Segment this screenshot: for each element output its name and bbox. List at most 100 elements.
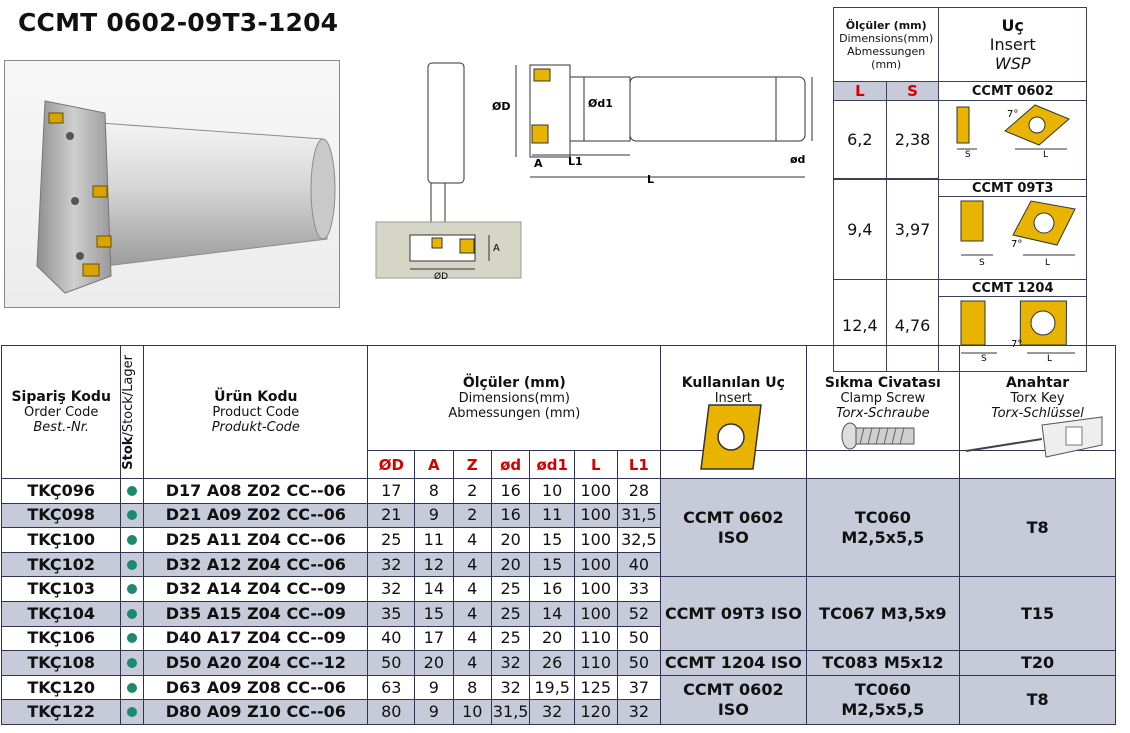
order-code-cell: TKÇ096 [0,478,122,504]
product-table: Sipariş Kodu Order Code Best.-Nr. Stok/S… [0,345,1116,725]
insert-name: CCMT 1204 ISO [664,652,802,672]
order-header-tr: Sipariş Kodu [11,389,111,405]
key-col-tr: Anahtar [1005,375,1070,391]
l1-cell: 50 [616,650,662,676]
stock-available-icon [127,657,138,668]
col-d1: ød1 [529,450,575,479]
d-cell: 32 [490,674,531,701]
od-cell: 40 [367,625,416,652]
a-cell: 14 [414,576,454,602]
row0-s: 2,38 [885,100,940,179]
insert-col-en: Insert [714,391,753,406]
stock-cell [120,551,145,578]
row1-l: 9,4 [833,179,887,280]
l-cell: 125 [574,674,618,701]
inset-a-label: A [493,243,500,254]
d1-cell: 15 [529,551,575,578]
product-code-cell: D25 A11 Z04 CC--06 [143,527,369,553]
diag-angle-2: 7° [1011,339,1022,350]
insert-group-cell: CCMT 09T3 ISO [660,576,807,652]
col-od: ØD [367,450,416,479]
d-cell: 31,5 [490,699,531,725]
d-cell: 32 [490,650,531,676]
screw-col-tr: Sıkma Civatası [824,375,941,391]
key-group-cell: T8 [959,674,1116,725]
key-col-en: Torx Key [1010,391,1065,406]
stock-header-tr: Stok [121,436,137,470]
insert-header-cell: Uç Insert WSP [938,7,1087,82]
d1-cell: 15 [529,527,575,553]
key-image-cell [959,416,1116,479]
dimensions-header: Ölçüler (mm) Dimensions(mm) Abmessungen … [367,345,662,451]
stock-available-icon [127,707,138,718]
od-cell: 21 [367,502,416,529]
order-code-cell: TKÇ108 [0,650,122,676]
stock-available-icon [127,633,138,644]
torx-key-image [966,416,1103,458]
technical-drawing: ØD A ØD Ød1 A L1 L ød [372,55,822,285]
screw-name: TC060 [854,507,911,527]
stock-cell [120,674,145,701]
diag-l-0: L [1043,150,1048,160]
a-cell: 17 [414,625,454,652]
key-group-cell: T20 [959,650,1116,676]
product-header-tr: Ürün Kodu [214,389,298,405]
d-cell: 16 [490,502,531,529]
screw-image-cell [805,422,961,479]
order-code-cell: TKÇ103 [0,576,122,602]
dims-header-en: Dimensions(mm) [458,391,570,406]
product-header-de: Produkt-Code [211,420,300,435]
a-cell: 11 [414,527,454,553]
z-cell: 4 [452,650,492,676]
od-cell: 63 [367,674,416,701]
insert-image-cell [660,404,807,479]
insert-header-tr: Uç [1001,16,1024,35]
stock-cell [120,600,145,627]
stock-available-icon [127,559,138,570]
od-cell: 25 [367,527,416,553]
d1-cell: 19,5 [529,674,575,701]
d-label: ød [790,153,805,166]
insert-type-0: CCMT 0602 [938,81,1087,101]
dim-header-de: Abmessungen [847,44,926,58]
product-header-en: Product Code [212,405,300,420]
t-slot-cutter-image [36,100,336,294]
order-code-cell: TKÇ120 [0,674,122,701]
diag-s-1: S [979,258,985,268]
dim-header-unit: (mm) [871,57,902,71]
col-a: A [414,450,454,479]
order-code-header: Sipariş Kodu Order Code Best.-Nr. [0,345,122,479]
col-z: Z [452,450,492,479]
diag-angle-0: 7° [1007,109,1018,120]
screw-name: M2,5x5,5 [841,527,925,547]
od-cell: 32 [367,551,416,578]
stock-cell [120,502,145,529]
d1-cell: 11 [529,502,575,529]
stock-cell [120,478,145,504]
product-code-cell: D40 A17 Z04 CC--09 [143,625,369,652]
a-cell: 9 [414,699,454,725]
l1-cell: 50 [616,625,662,652]
l-cell: 100 [574,478,618,504]
z-cell: 8 [452,674,492,701]
product-code-header: Ürün Kodu Product Code Produkt-Code [143,345,369,479]
col-d: ød [490,450,531,479]
l-cell: 110 [574,625,618,652]
stock-cell [120,625,145,652]
stock-cell [120,650,145,676]
od1-label: Ød1 [588,97,613,110]
stock-available-icon [127,682,138,693]
stock-available-icon [127,510,138,521]
dim-header-tr: Ölçüler (mm) [845,18,927,32]
a-cell: 8 [414,478,454,504]
l1-cell: 31,5 [616,502,662,529]
insert-diagram-0: 7° S L [938,100,1087,180]
